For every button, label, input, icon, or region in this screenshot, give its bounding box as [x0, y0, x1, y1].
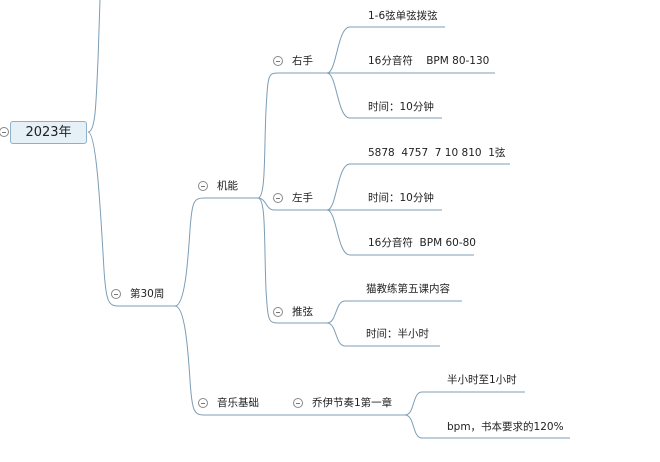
collapse-icon[interactable]: [273, 193, 283, 203]
leaf-topic[interactable]: 时间：10分钟: [368, 101, 434, 113]
collapse-icon[interactable]: [273, 56, 283, 66]
leaf-topic[interactable]: 16分音符 BPM 60-80: [368, 237, 476, 249]
topic-function[interactable]: 机能: [217, 180, 238, 192]
topic-music-basics[interactable]: 音乐基础: [217, 397, 259, 409]
collapse-icon[interactable]: [198, 181, 208, 191]
leaf-topic[interactable]: 16分音符 BPM 80-130: [368, 55, 490, 67]
leaf-topic[interactable]: 猫教练第五课内容: [366, 283, 450, 295]
topic-joe-rhythm[interactable]: 乔伊节奏1第一章: [312, 397, 393, 409]
topic-right-hand[interactable]: 右手: [292, 55, 313, 67]
collapse-icon[interactable]: [0, 127, 9, 137]
collapse-icon[interactable]: [273, 307, 283, 317]
topic-week[interactable]: 第30周: [130, 288, 165, 300]
leaf-topic[interactable]: bpm，书本要求的120%: [447, 421, 564, 433]
collapse-icon[interactable]: [198, 398, 208, 408]
topic-left-hand[interactable]: 左手: [292, 192, 313, 204]
leaf-topic[interactable]: 时间：半小时: [366, 328, 429, 340]
topic-bend[interactable]: 推弦: [292, 306, 313, 318]
collapse-icon[interactable]: [293, 398, 303, 408]
leaf-topic[interactable]: 5878 4757 7 10 810 1弦: [368, 147, 506, 159]
leaf-topic[interactable]: 1-6弦单弦拨弦: [368, 10, 438, 22]
root-label: 2023年: [25, 125, 72, 140]
collapse-icon[interactable]: [111, 289, 121, 299]
leaf-topic[interactable]: 半小时至1小时: [447, 374, 517, 386]
root-topic[interactable]: 2023年: [10, 121, 87, 144]
leaf-topic[interactable]: 时间：10分钟: [368, 192, 434, 204]
